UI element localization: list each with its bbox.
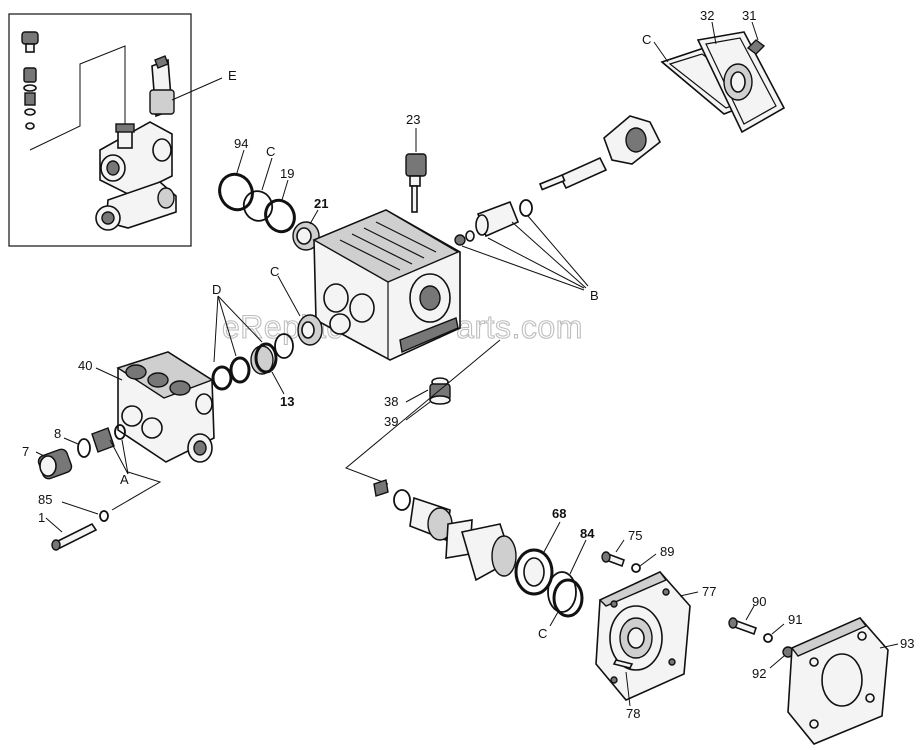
label-31: 31 — [742, 8, 756, 23]
label-78: 78 — [626, 706, 640, 721]
label-92: 92 — [752, 666, 766, 681]
rear-cover-gaskets — [653, 21, 786, 134]
label-1: 1 — [38, 510, 45, 525]
label-89: 89 — [660, 544, 674, 559]
label-38: 38 — [384, 394, 398, 409]
label-23: 23 — [406, 112, 420, 127]
label-7: 7 — [22, 444, 29, 459]
label-C-mid: C — [270, 264, 279, 279]
label-32: 32 — [700, 8, 714, 23]
label-D: D — [212, 282, 221, 297]
label-91: 91 — [788, 612, 802, 627]
mounting-flange — [787, 617, 899, 745]
label-C-gasket: C — [642, 32, 651, 47]
label-39: 39 — [384, 414, 398, 429]
crankcase-housing — [312, 209, 461, 361]
manifold-bolt — [45, 471, 162, 551]
label-93: 93 — [900, 636, 914, 651]
unloader-valve-inset — [8, 13, 223, 247]
label-8: 8 — [54, 426, 61, 441]
label-90: 90 — [752, 594, 766, 609]
label-40: 40 — [78, 358, 92, 373]
bearing-housing — [595, 539, 699, 707]
label-84: 84 — [580, 526, 595, 541]
connecting-rod-assembly — [454, 115, 662, 291]
label-75: 75 — [628, 528, 642, 543]
label-77: 77 — [702, 584, 716, 599]
label-85: 85 — [38, 492, 52, 507]
seal-group-top — [218, 149, 320, 251]
label-B: B — [590, 288, 599, 303]
check-valve-parts — [35, 424, 129, 480]
label-13: 13 — [280, 394, 294, 409]
seal-group-middle — [211, 275, 323, 395]
label-C-bottom: C — [538, 626, 547, 641]
label-E: E — [228, 68, 237, 83]
manifold-head — [95, 351, 215, 463]
label-68: 68 — [552, 506, 566, 521]
crankshaft-assembly — [345, 339, 587, 627]
label-19: 19 — [280, 166, 294, 181]
label-21: 21 — [314, 196, 328, 211]
oil-plug — [405, 377, 451, 421]
label-A: A — [120, 472, 129, 487]
flange-bolts — [728, 605, 794, 669]
oil-dipstick — [405, 128, 427, 213]
label-C-top: C — [266, 144, 275, 159]
label-94: 94 — [234, 136, 248, 151]
